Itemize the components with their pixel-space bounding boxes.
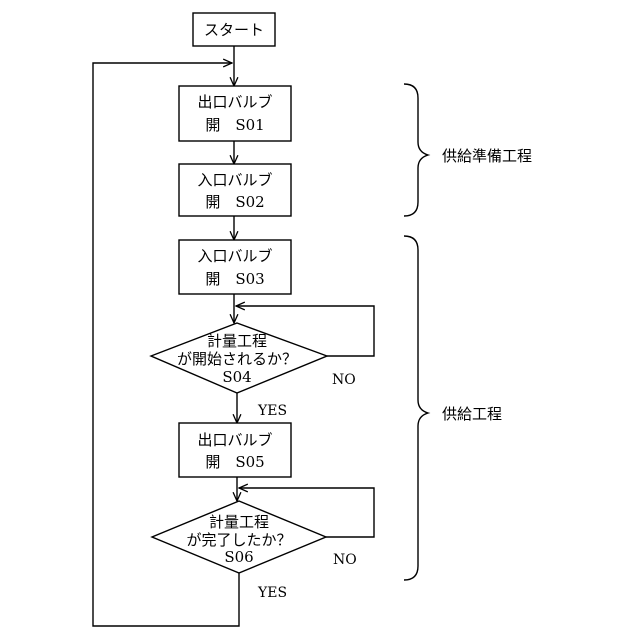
s02-line1: 入口バルブ [197, 171, 272, 189]
process-s02: 入口バルブ 開 S02 [179, 164, 291, 216]
s06-line2: が完了したか？ [186, 531, 291, 549]
s04-yes-label: YES [257, 403, 287, 419]
s04-line3: S04 [222, 368, 251, 386]
brace-preparation [404, 84, 428, 216]
s03-line1: 入口バルブ [197, 247, 272, 265]
process-s05: 出口バルブ 開 S05 [179, 423, 291, 477]
start-node: スタート [193, 13, 275, 46]
s02-line2: 開 S02 [205, 193, 264, 211]
s06-line1: 計量工程 [209, 513, 269, 531]
s01-line2: 開 S01 [205, 116, 264, 134]
s06-no-label: NO [333, 552, 357, 568]
decision-s04: 計量工程 が開始されるか？ S04 [151, 323, 327, 393]
process-s03: 入口バルブ 開 S03 [179, 240, 291, 294]
s04-line2: が開始されるか？ [177, 350, 297, 368]
s03-line2: 開 S03 [205, 270, 264, 288]
s04-no-label: NO [332, 372, 356, 388]
group-label-supply: 供給工程 [442, 405, 502, 423]
s01-line1: 出口バルブ [197, 93, 272, 111]
brace-supply [404, 236, 428, 580]
group-label-preparation: 供給準備工程 [442, 147, 532, 165]
s05-line1: 出口バルブ [197, 431, 272, 449]
s06-line3: S06 [224, 548, 253, 566]
process-s01: 出口バルブ 開 S01 [179, 86, 291, 141]
decision-s06: 計量工程 が完了したか？ S06 [152, 501, 326, 573]
s04-line1: 計量工程 [207, 332, 267, 350]
start-label: スタート [204, 21, 264, 39]
s05-line2: 開 S05 [205, 453, 264, 471]
s06-yes-label: YES [257, 585, 287, 601]
